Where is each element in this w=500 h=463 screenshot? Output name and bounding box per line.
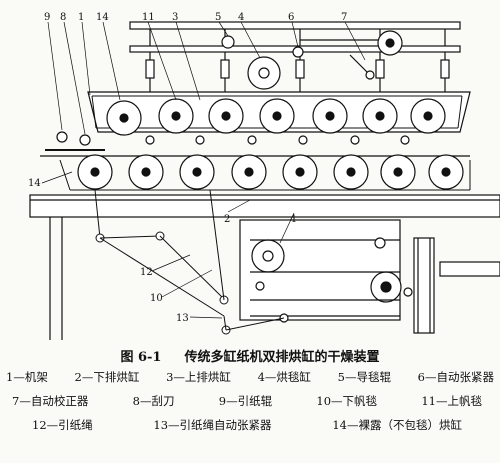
legend-row: 7—自动校正器 8—刮刀 9—引纸辊 10—下帆毯 11—上帆毯 xyxy=(12,393,482,409)
legend-item: 7—自动校正器 xyxy=(12,394,89,408)
legend-item: 9—引纸辊 xyxy=(218,394,273,408)
legend-item: 14—裸露（不包毯）烘缸 xyxy=(332,418,462,432)
felt-dryer-top xyxy=(247,56,281,90)
callout-leaders xyxy=(41,21,366,319)
callout-6: 6 xyxy=(288,12,294,23)
callout-10: 10 xyxy=(150,293,163,304)
legend-item: 11—上帆毯 xyxy=(421,394,482,408)
callout-3: 3 xyxy=(172,12,178,23)
legend-item: 12—引纸绳 xyxy=(32,418,93,432)
figure-caption: 图 6-1 传统多缸纸机双排烘缸的干燥装置 xyxy=(0,346,500,365)
callout-12: 12 xyxy=(140,267,153,278)
figure-title: 传统多缸纸机双排烘缸的干燥装置 xyxy=(184,350,380,365)
legend-row: 12—引纸绳 13—引纸绳自动张紧器 14—裸露（不包毯）烘缸 xyxy=(32,417,462,433)
legend-item: 6—自动张紧器 xyxy=(417,370,494,384)
lower-dryer-cylinders xyxy=(77,154,464,190)
callout-14-left: 14 xyxy=(28,178,41,189)
dryer-section-diagram: 9 8 1 14 11 3 5 4 6 7 14 2 4 12 10 13 xyxy=(28,12,500,340)
callout-1: 1 xyxy=(78,12,84,23)
callout-2: 2 xyxy=(224,214,230,225)
callout-11: 11 xyxy=(142,12,155,23)
legend-item: 2—下排烘缸 xyxy=(74,370,140,384)
drive-column xyxy=(413,237,435,334)
callout-7: 7 xyxy=(341,12,347,23)
felt-guide-roll xyxy=(221,35,235,49)
legend-item: 8—刮刀 xyxy=(132,394,175,408)
callout-4-lower: 4 xyxy=(290,214,296,225)
legend-item: 3—上排烘缸 xyxy=(166,370,231,384)
callout-8: 8 xyxy=(60,12,66,23)
legend-item: 4—烘毯缸 xyxy=(257,370,311,384)
felt-guide-rolls xyxy=(56,131,410,146)
legend-item: 5—导毯辊 xyxy=(337,370,391,384)
callout-5: 5 xyxy=(215,12,221,23)
figure-number: 图 6-1 xyxy=(120,350,162,365)
legend-item: 1—机架 xyxy=(6,370,48,384)
callout-14-top: 14 xyxy=(96,12,109,23)
callout-4-top: 4 xyxy=(238,12,244,23)
legend-item: 10—下帆毯 xyxy=(316,394,378,408)
lower-felt xyxy=(59,159,471,191)
carrier-ropes xyxy=(94,189,285,335)
legend-row: 1—机架 2—下排烘缸 3—上排烘缸 4—烘毯缸 5—导毯辊 6—自动张紧器 xyxy=(6,369,494,385)
callout-13: 13 xyxy=(176,313,189,324)
callout-labels: 9 8 1 14 11 3 5 4 6 7 14 2 4 12 10 13 xyxy=(28,12,347,324)
felt-dryer-lower xyxy=(251,239,285,273)
legend-item: 13—引纸绳自动张紧器 xyxy=(153,418,272,432)
callout-9: 9 xyxy=(44,12,50,23)
machine-frame xyxy=(29,194,500,218)
